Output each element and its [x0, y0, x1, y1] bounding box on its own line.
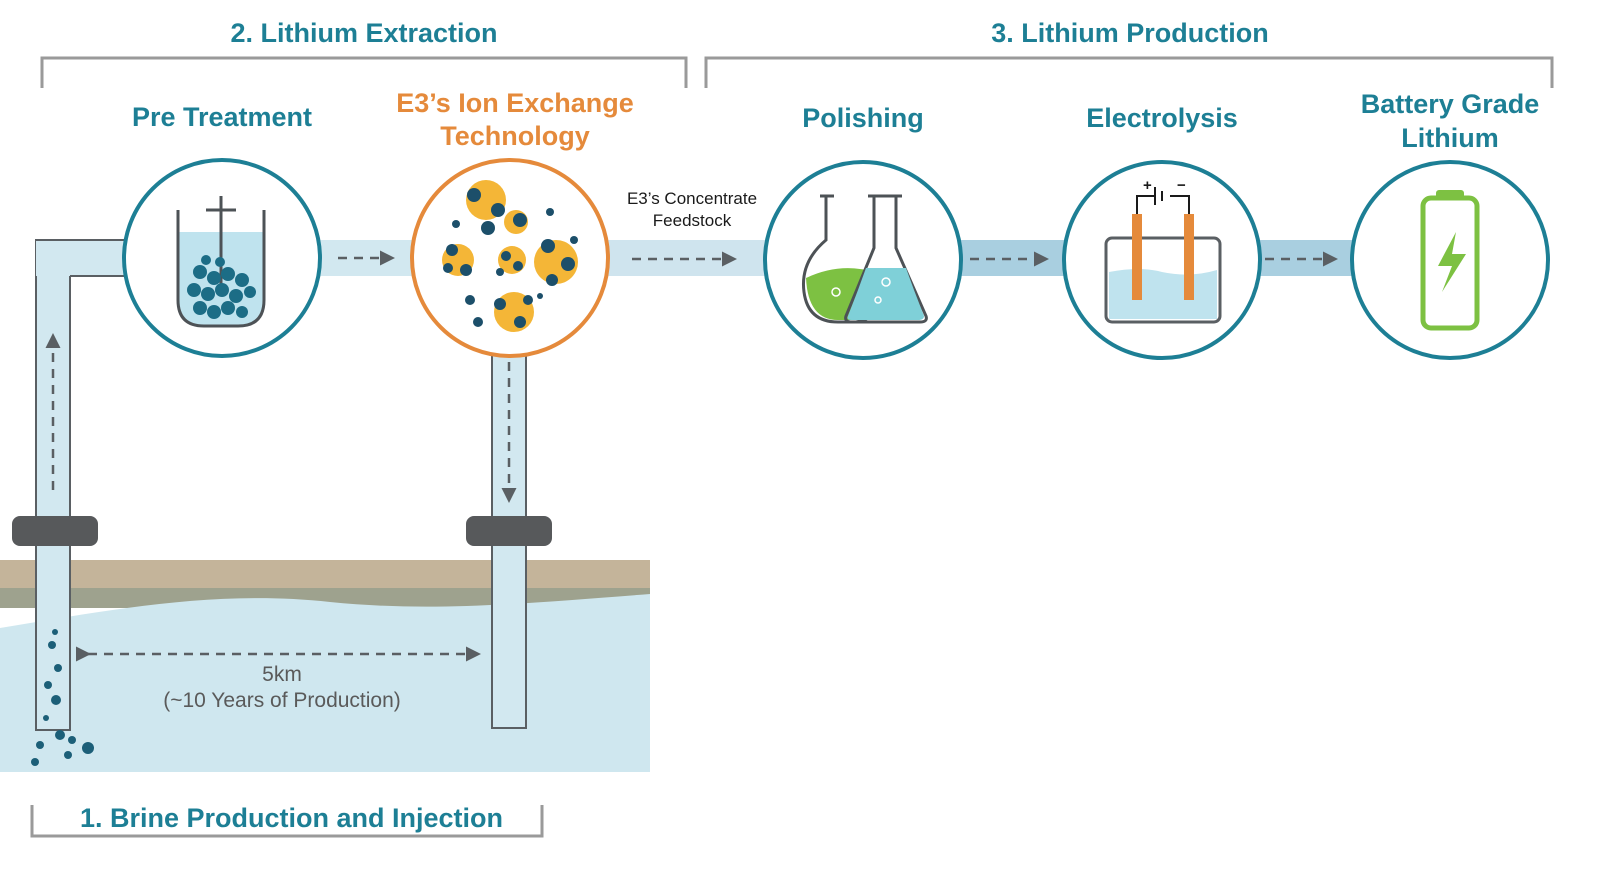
production-bracket [704, 56, 1554, 88]
mixing-tank-icon [176, 196, 266, 328]
feedstock-label-line2: Feedstock [652, 211, 732, 230]
polishing-circle [763, 160, 963, 360]
feedstock-label-line1: E3’s Concentrate [626, 189, 758, 208]
ground-layers [0, 560, 650, 772]
battery-icon [1420, 190, 1480, 331]
injection-well-cap [466, 516, 552, 546]
brine-aquifer [0, 594, 650, 772]
extraction-bracket [40, 56, 688, 88]
distance-note: (~10 Years of Production) [163, 689, 401, 712]
section-brackets [30, 56, 1554, 838]
lab-flasks-icon [801, 194, 928, 324]
distance-value: 5km [262, 663, 302, 686]
section-brine-title: 1. Brine Production and Injection [80, 803, 504, 833]
ion-exchange-title-line2: Technology [440, 121, 590, 151]
brine-bracket [30, 805, 544, 838]
brine-lithium-particles [31, 629, 94, 766]
pipe-polishing-to-electrolysis [950, 240, 1080, 276]
battery-title-line2: Lithium [1401, 123, 1499, 153]
electrolysis-title: Electrolysis [1086, 103, 1238, 133]
electrolysis-cell-icon [1104, 187, 1222, 324]
plus-sign: + [1143, 177, 1152, 194]
polishing-title: Polishing [802, 103, 924, 133]
section-production-title: 3. Lithium Production [991, 18, 1269, 48]
ion-exchange-title-line1: E3’s Ion Exchange [396, 88, 634, 118]
flow-arrows [45, 250, 1338, 662]
pre-treatment-title: Pre Treatment [131, 102, 313, 132]
lithium-sorbent-icon [442, 180, 578, 332]
section-extraction-title: 2. Lithium Extraction [230, 18, 498, 48]
battery-title-line1: Battery Grade [1360, 89, 1540, 119]
rock-layer [0, 588, 650, 608]
production-well-cap [12, 516, 98, 546]
minus-sign: − [1177, 177, 1186, 194]
